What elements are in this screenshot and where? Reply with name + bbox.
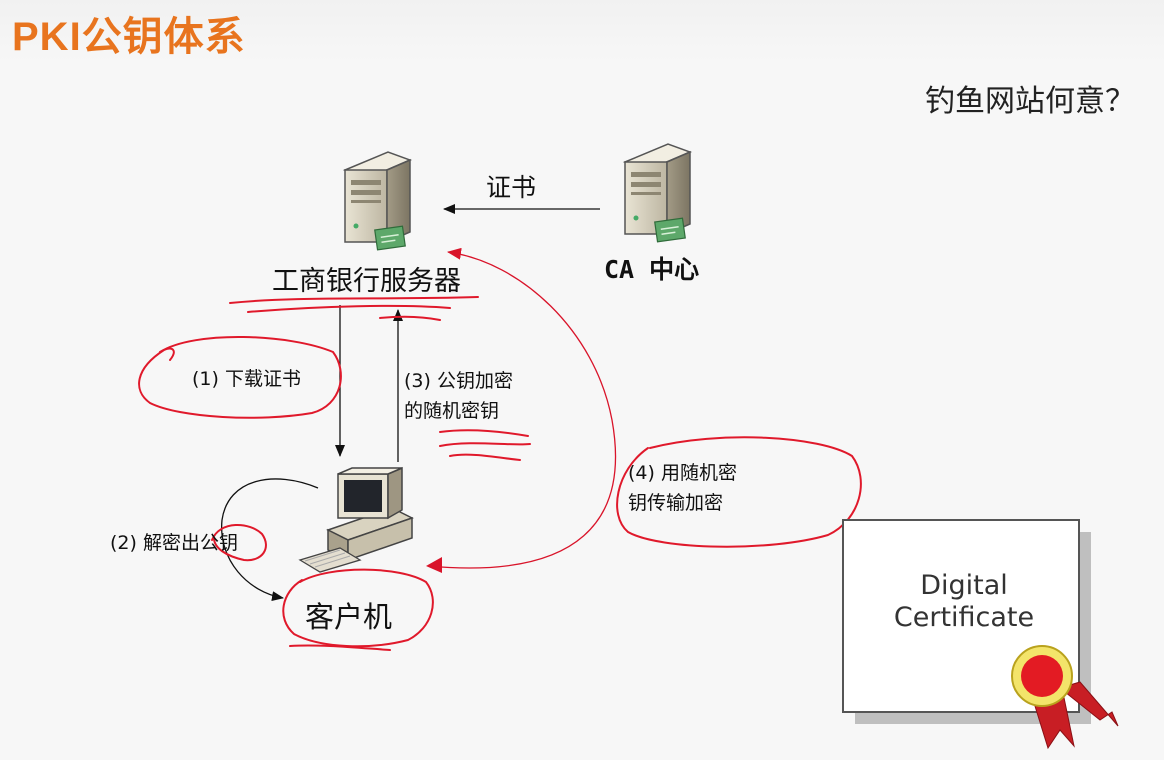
bank-server-label: 工商银行服务器 [272,266,461,297]
circle-decrypt-key [211,523,267,562]
arrow-decrypt-loop [221,478,319,602]
underline-step3 [439,429,531,461]
step3-label: (3) 公钥加密 的随机密钥 [404,366,513,426]
certificate-line1: Digital [920,570,1008,601]
ca-center-label: CA 中心 [604,255,700,284]
underline-client [289,644,391,651]
digital-certificate-image [842,519,1119,750]
certificate-line2: Certificate [893,602,1035,633]
client-label: 客户机 [305,600,393,634]
hand-annotations [138,296,862,651]
certificate-edge-label: 证书 [486,173,537,202]
bank-server-icon [342,151,413,251]
underline-bank-server [229,296,479,321]
question-text: 钓鱼网站何意？ [925,84,1135,119]
slide-title: PKI公钥体系 [12,15,246,59]
certificate-card-text: Digital Certificate [846,570,1082,634]
circle-client [282,568,434,648]
title-bar [0,0,1164,62]
step3-line1: (3) 公钥加密 [404,370,513,392]
step4-label: (4) 用随机密 钥传输加密 [628,458,737,518]
circle-step4 [616,436,862,548]
arrow-head-client-red [426,557,442,573]
ca-server-icon [622,143,693,243]
circle-step1 [138,336,342,419]
step3-line2: 的随机密钥 [404,400,500,422]
step4-line1: (4) 用随机密 [628,462,737,484]
step4-line2: 钥传输加密 [628,492,724,514]
client-computer-icon [298,466,414,573]
step2-label: (2) 解密出公钥 [110,532,238,554]
step1-label: (1) 下载证书 [192,368,301,390]
arrow-random-key-transfer [427,247,617,569]
certificate-seal [1011,645,1119,750]
